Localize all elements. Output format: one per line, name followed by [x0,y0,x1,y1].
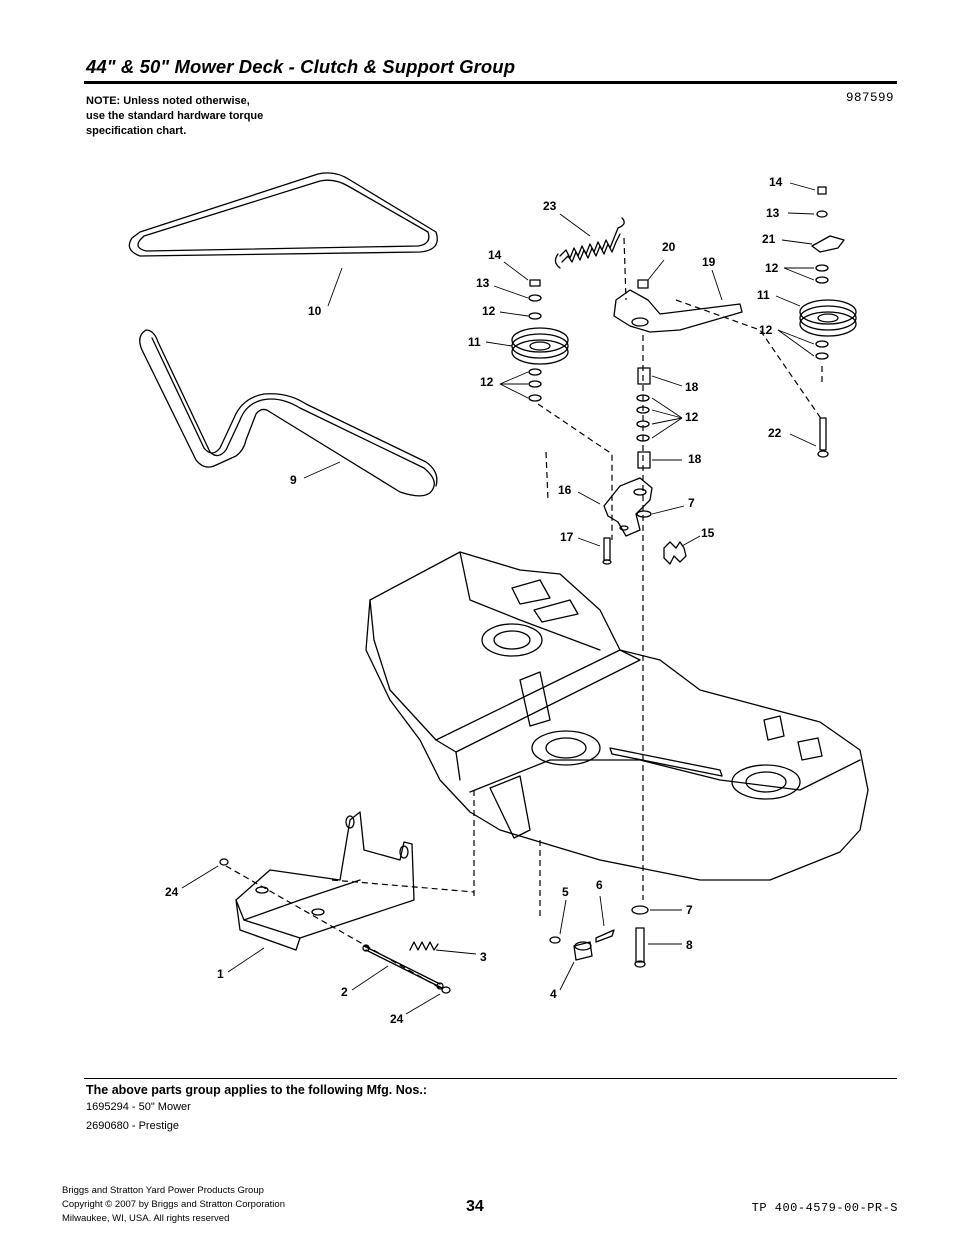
mfg-rule [84,1078,897,1079]
page-title: 44" & 50" Mower Deck - Clutch & Support … [86,56,516,77]
callout-label: 24 [390,1012,404,1026]
diagram-id: 987599 [845,91,894,105]
callout-label: 4 [550,987,557,1001]
title-rule [84,81,897,84]
footer-line: Briggs and Stratton Yard Power Products … [62,1185,264,1196]
footer-line: Milwaukee, WI, USA. All rights reserved [62,1213,230,1224]
bolt-22-drawing [817,417,829,458]
idler-pulley-right-drawing [799,186,857,360]
callout-label: 12 [482,304,496,318]
callout-label: 5 [562,885,569,899]
torque-note: NOTE: Unless noted otherwise, use the st… [86,94,346,139]
callout-label: 11 [468,335,481,349]
callout-label: 23 [543,199,557,213]
assembly-lines [225,237,823,989]
pin-4-drawing [573,941,593,961]
callout-label: 1 [217,967,224,981]
clip-6-drawing [595,929,615,943]
footer-line: Copyright © 2007 by Briggs and Stratton … [62,1199,285,1210]
note-line: specification chart. [86,125,187,137]
belt-10-drawing [128,172,438,257]
mfg-heading: The above parts group applies to the fol… [86,1083,427,1097]
washer-5-drawing [549,936,561,944]
note-line: NOTE: Unless noted otherwise, [86,95,250,107]
callout-label: 12 [765,261,779,275]
pin-24-lower-drawing [441,986,451,994]
washer-7-upper-drawing [636,510,652,518]
hitch-bracket-1-drawing [235,811,415,951]
callout-label: 24 [165,885,179,899]
callout-label: 7 [686,903,693,917]
callout-label: 15 [701,526,715,540]
washer-7-lower-drawing [631,905,649,915]
page-number: 34 [466,1198,484,1215]
nut-20-drawing [637,279,649,289]
belt-9-drawing [139,329,438,497]
mfg-list: 1695294 - 50" Mower 2690680 - Prestige [86,1100,191,1138]
callout-label: 18 [685,380,699,394]
spring-3-drawing [409,941,439,951]
callout-label: 18 [688,452,702,466]
callout-label: 12 [685,410,699,424]
bolt-8-drawing [634,927,646,968]
callout-label: 13 [766,206,780,220]
callout-label: 10 [308,304,322,318]
callout-label: 16 [558,483,572,497]
callout-label: 14 [769,175,783,189]
spring-23-drawing [554,217,625,269]
bolt-17-drawing [602,537,612,565]
callout-label: 19 [702,255,716,269]
callout-label: 3 [480,950,487,964]
callout-label: 20 [662,240,676,254]
idler-pulley-left-drawing [511,279,569,402]
doc-number: TP 400-4579-00-PR-S [751,1201,898,1215]
note-line: use the standard hardware torque [86,110,264,122]
footer-company: Briggs and Stratton Yard Power Products … [62,1184,285,1226]
callout-label: 12 [480,375,494,389]
callout-label: 8 [686,938,693,952]
callout-label: 12 [759,323,773,337]
callout-label: 7 [688,496,695,510]
idler-arm-19-drawing [613,289,743,333]
callout-label: 22 [768,426,782,440]
callout-label: 6 [596,878,603,892]
callout-label: 9 [290,473,297,487]
callout-label: 14 [488,248,502,262]
callout-label: 13 [476,276,490,290]
callout-label: 17 [560,530,574,544]
callout-label: 21 [762,232,776,246]
idler-bracket-16-drawing [603,477,653,537]
callout-label: 11 [757,288,770,302]
callout-label: 2 [341,985,348,999]
mfg-item: 2690680 - Prestige [86,1120,179,1132]
spring-15-drawing [663,541,687,565]
mower-deck-drawing [365,551,869,881]
leader-lines [181,182,817,1015]
pin-24-upper-drawing [219,858,229,866]
mfg-item: 1695294 - 50" Mower [86,1101,191,1113]
